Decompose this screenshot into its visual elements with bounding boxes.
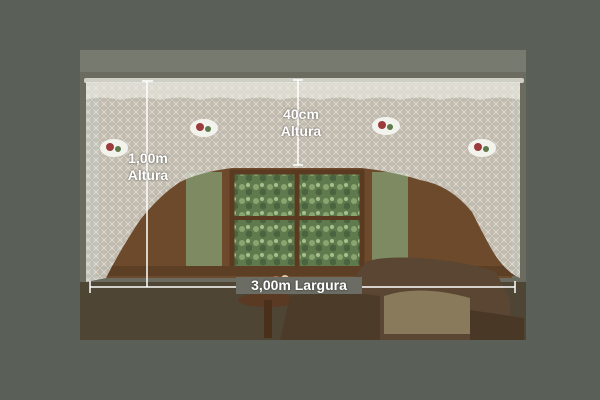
total-height-label: 1,00m Altura bbox=[120, 150, 176, 184]
ceiling-trim bbox=[80, 50, 526, 72]
cushion bbox=[384, 290, 470, 334]
total-height-caption: Altura bbox=[127, 167, 169, 183]
valance-height-label: 40cm Altura bbox=[272, 106, 330, 140]
total-width-label: 3,00m Largura bbox=[236, 277, 362, 294]
lace-curtain bbox=[86, 82, 520, 282]
valance-height-caption: Altura bbox=[280, 123, 322, 139]
sofa bbox=[280, 257, 524, 340]
curtain-rod bbox=[84, 78, 524, 83]
curtain-embroidery bbox=[100, 117, 496, 157]
valance-height-value: 40cm bbox=[283, 106, 319, 122]
total-height-value: 1,00m bbox=[128, 150, 168, 166]
